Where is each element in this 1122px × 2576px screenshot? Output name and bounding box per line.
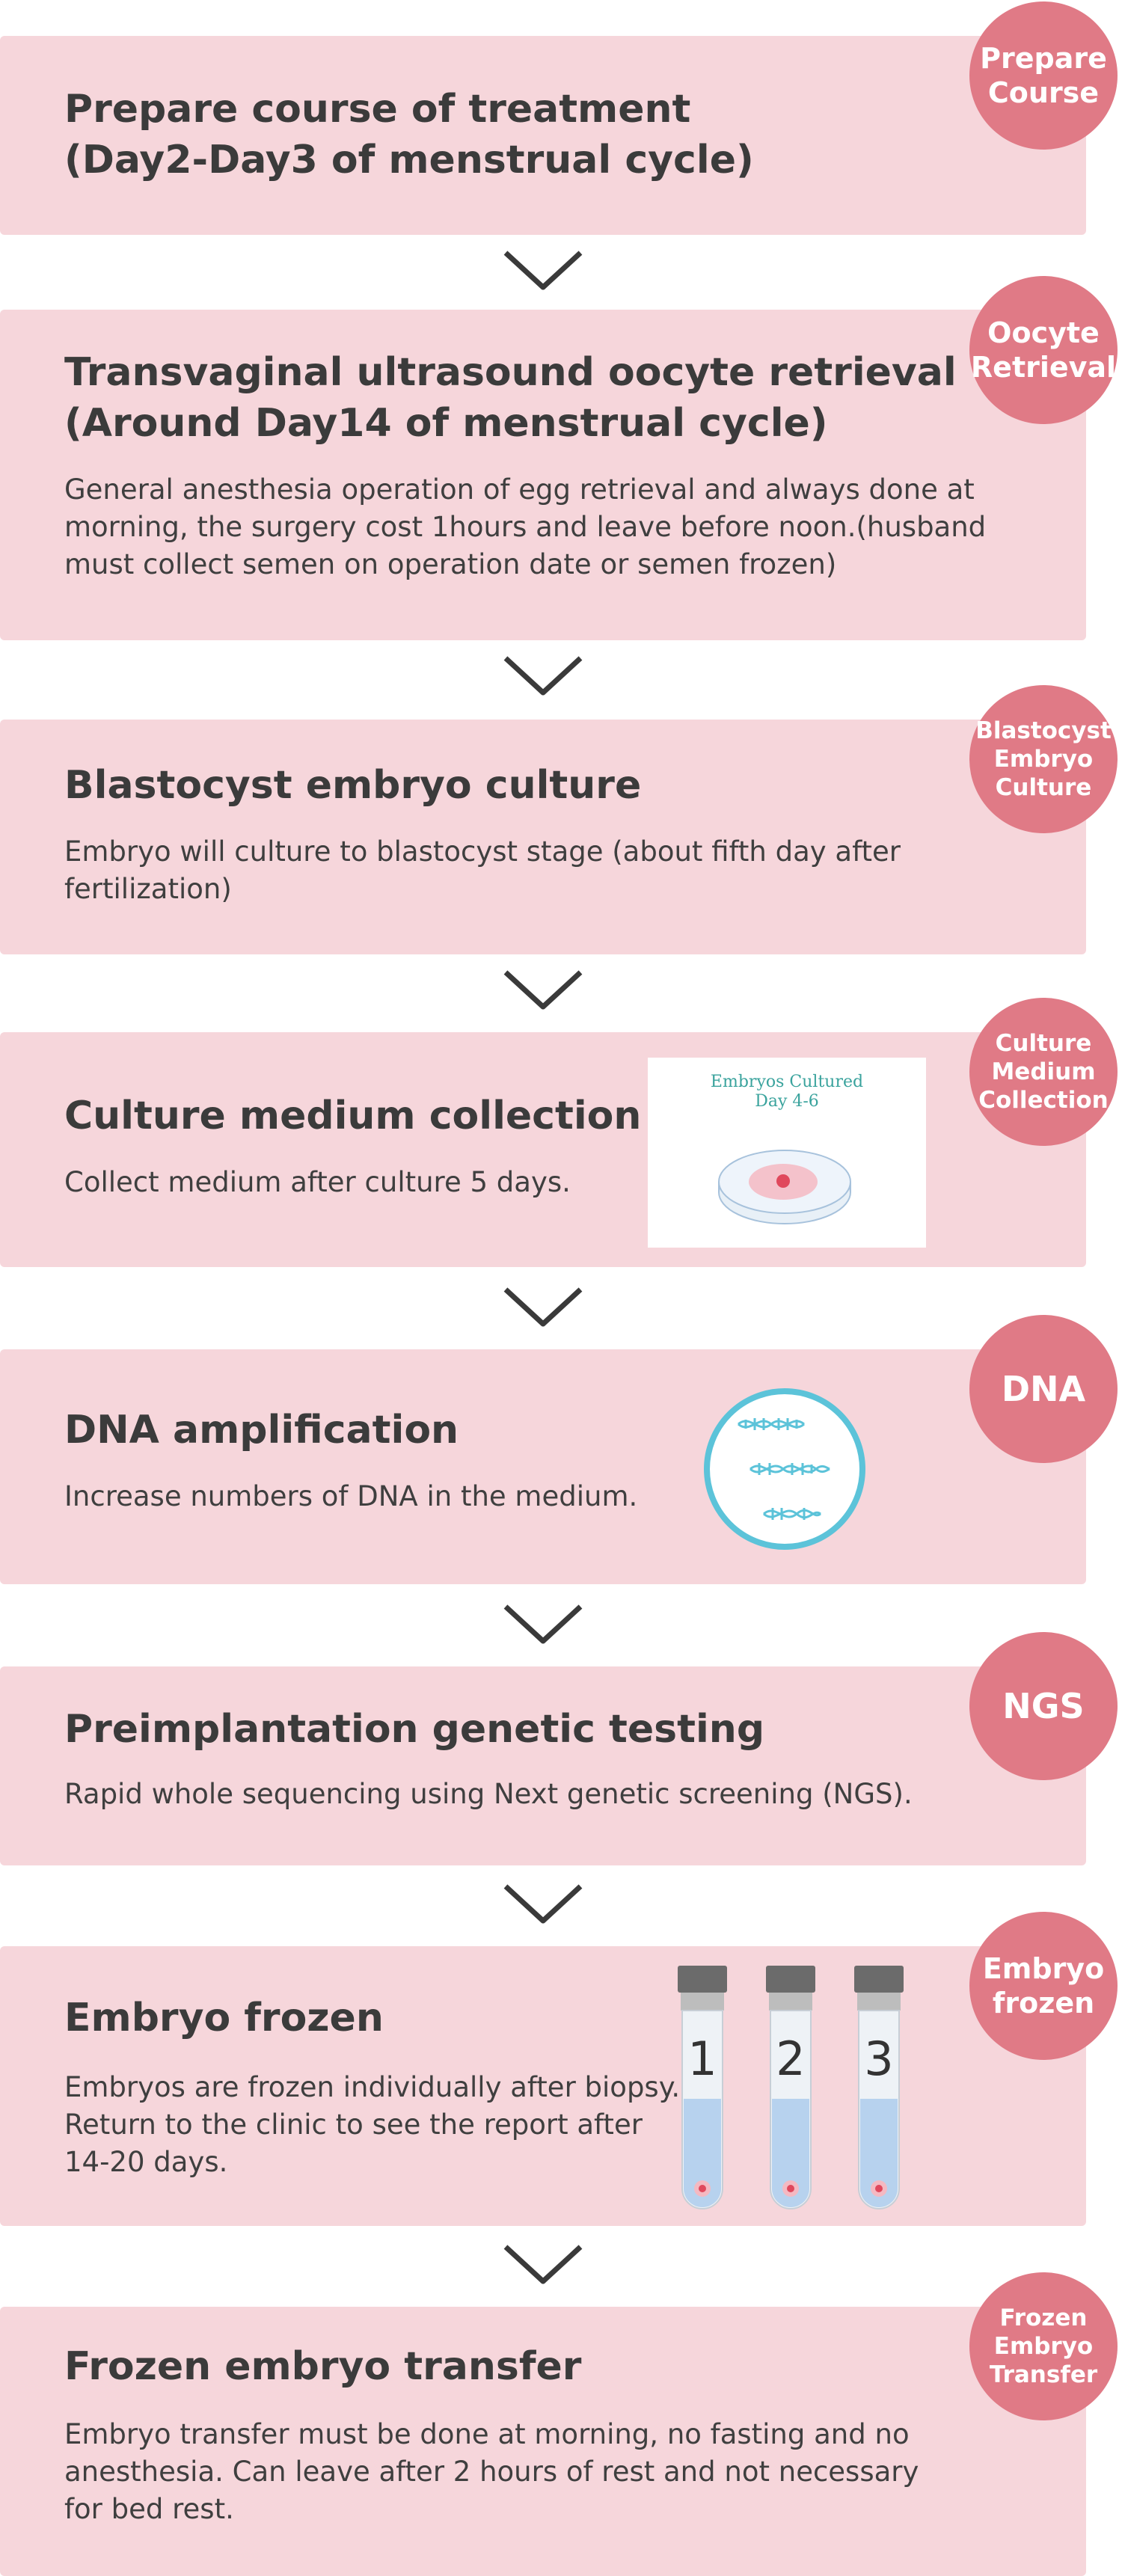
chevron-down-icon — [501, 654, 585, 699]
test-tube-icon — [853, 1964, 905, 2214]
step-description: Embryos are frozen individually after bi… — [64, 2069, 680, 2181]
step-description: Increase numbers of DNA in the medium. — [64, 1478, 637, 1515]
step-title: Blastocyst embryo culture — [64, 760, 641, 811]
tube-number: 1 — [676, 2033, 729, 2085]
step-card-dna-amplification: DNA amplification Increase numbers of DN… — [0, 1349, 1086, 1584]
step-badge-frozen-transfer: Frozen Embryo Transfer — [969, 2272, 1118, 2420]
step-description: Collect medium after culture 5 days. — [64, 1164, 571, 1201]
step-card-oocyte-retrieval: Transvaginal ultrasound oocyte retrieval… — [0, 310, 1086, 640]
tube-number: 2 — [764, 2033, 817, 2085]
chevron-down-icon — [501, 1882, 585, 1927]
step-badge-blastocyst-culture: Blastocyst Embryo Culture — [969, 685, 1118, 833]
step-description: General anesthesia operation of egg retr… — [64, 471, 986, 583]
step-card-embryo-frozen: Embryo frozen Embryos are frozen individ… — [0, 1946, 1086, 2226]
step-description: Rapid whole sequencing using Next geneti… — [64, 1776, 913, 1813]
step-badge-culture-medium: Culture Medium Collection — [969, 998, 1118, 1146]
step-card-prepare-course: Prepare course of treatment (Day2-Day3 o… — [0, 36, 1086, 235]
chevron-down-icon — [501, 248, 585, 293]
step-card-frozen-embryo-transfer: Frozen embryo transfer Embryo transfer m… — [0, 2307, 1086, 2576]
test-tube-icon — [676, 1964, 729, 2214]
chevron-down-icon — [501, 1285, 585, 1330]
step-badge-dna: DNA — [969, 1315, 1118, 1463]
test-tube-icon — [764, 1964, 817, 2214]
step-title: Frozen embryo transfer — [64, 2341, 581, 2392]
step-badge-oocyte-retrieval: Oocyte Retrieval — [969, 276, 1118, 424]
step-badge-ngs: NGS — [969, 1632, 1118, 1780]
step-title: DNA amplification — [64, 1405, 459, 1456]
tube-number: 3 — [853, 2033, 905, 2085]
step-card-blastocyst-culture: Blastocyst embryo culture Embryo will cu… — [0, 720, 1086, 954]
step-title: Embryo frozen — [64, 1993, 384, 2043]
petri-dish-icon — [648, 1058, 926, 1248]
petri-dish-illustration: Embryos Cultured Day 4-6 — [648, 1058, 926, 1248]
step-title: Transvaginal ultrasound oocyte retrieval… — [64, 347, 957, 449]
step-description: Embryo transfer must be done at morning,… — [64, 2416, 919, 2528]
step-title: Culture medium collection — [64, 1091, 641, 1141]
step-title: Prepare course of treatment (Day2-Day3 o… — [64, 84, 754, 185]
dna-icon — [701, 1385, 868, 1553]
step-badge-embryo-frozen: Embryo frozen — [969, 1912, 1118, 2060]
chevron-down-icon — [501, 1602, 585, 1647]
step-description: Embryo will culture to blastocyst stage … — [64, 833, 901, 908]
step-title: Preimplantation genetic testing — [64, 1704, 764, 1755]
step-card-genetic-testing: Preimplantation genetic testing Rapid wh… — [0, 1666, 1086, 1865]
chevron-down-icon — [501, 968, 585, 1013]
chevron-down-icon — [501, 2242, 585, 2287]
test-tubes: 1 2 3 — [673, 1964, 913, 2214]
step-badge-prepare-course: Prepare Course — [969, 1, 1118, 150]
